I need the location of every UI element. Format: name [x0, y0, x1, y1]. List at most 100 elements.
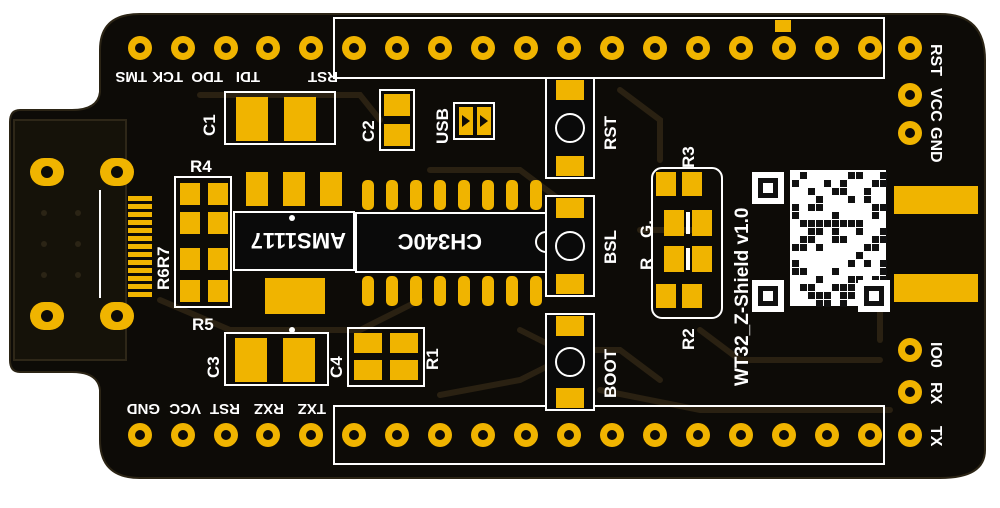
bottom-header-pin [514, 423, 538, 447]
qr-module [872, 204, 879, 211]
qr-module [880, 204, 887, 211]
button-boot[interactable]: BOOT [545, 313, 620, 411]
bottom-header-pin [858, 423, 882, 447]
qr-module [872, 244, 879, 251]
top-header-pin [214, 36, 238, 60]
qr-module [880, 260, 887, 267]
qr-module [880, 180, 887, 187]
qr-module [848, 276, 855, 283]
right-pin-label-tx: TX [927, 426, 944, 447]
qr-module [792, 268, 799, 275]
qr-module [824, 180, 831, 187]
bottom-header [128, 405, 885, 465]
top-header-pin [256, 36, 280, 60]
bottom-header-pin [815, 423, 839, 447]
top-header-pin [514, 36, 538, 60]
qr-module [816, 228, 823, 235]
qr-module [832, 236, 839, 243]
qr-module [840, 188, 847, 195]
qr-module [856, 172, 863, 179]
qr-module [864, 260, 871, 267]
button-rst[interactable]: RST [545, 77, 620, 179]
right-pin-label-rx: RX [927, 382, 944, 405]
top-header-pin [557, 36, 581, 60]
leds-and-resistors: R3 R2 G. R [637, 146, 723, 350]
qr-module [824, 220, 831, 227]
qr-module [816, 244, 823, 251]
qr-code-icon [752, 170, 890, 312]
qr-module [840, 236, 847, 243]
label-r6r7: R6R7 [154, 247, 173, 290]
qr-module [808, 284, 815, 291]
qr-module [816, 300, 823, 307]
qr-module [872, 276, 879, 283]
qr-module [792, 204, 799, 211]
qr-module [848, 196, 855, 203]
qr-module [840, 180, 847, 187]
board-name-label: WT32_Z-Shield v1.0 [732, 208, 753, 386]
top-header-pin [600, 36, 624, 60]
button-bsl[interactable]: BSL [545, 195, 620, 297]
pin-label-rst-bottom: RST [210, 400, 240, 417]
pin-label-tms: TMS [115, 68, 147, 85]
qr-module [792, 212, 799, 219]
label-r2: R2 [679, 328, 698, 350]
pin-label-tdi: TDI [236, 68, 260, 85]
qr-module [864, 188, 871, 195]
bottom-header-pin [471, 423, 495, 447]
label-rst-button: RST [601, 115, 620, 150]
qr-module [864, 244, 871, 251]
top-header-pin [471, 36, 495, 60]
label-r3: R3 [679, 146, 698, 168]
top-header-pin [815, 36, 839, 60]
label-led-r: R [637, 258, 656, 270]
bottom-header-pin [643, 423, 667, 447]
label-c2: C2 [359, 120, 378, 142]
right-pin-labels: RST VCC GND IO0 RX TX [927, 44, 944, 447]
label-led-g: G. [637, 220, 656, 238]
bottom-header-pin [171, 423, 195, 447]
bottom-header-pin [214, 423, 238, 447]
resistor-network: R4 R5 R6R7 [154, 157, 232, 334]
qr-module [856, 220, 863, 227]
bottom-header-pin [686, 423, 710, 447]
qr-module [832, 188, 839, 195]
pin-label-txz: TXZ [298, 400, 326, 417]
pin-label-gnd: GND [127, 400, 161, 417]
qr-module [840, 220, 847, 227]
pin-label-vcc: VCC [169, 400, 201, 417]
usb-jumper: USB [433, 102, 495, 144]
qr-module [880, 172, 887, 179]
qr-module [808, 220, 815, 227]
qr-module [872, 236, 879, 243]
label-ch340c: CH340C [398, 229, 482, 254]
bottom-header-pin [256, 423, 280, 447]
qr-module [808, 188, 815, 195]
top-header [128, 17, 885, 79]
qr-module [848, 292, 855, 299]
bottom-header-pin [299, 423, 323, 447]
chip-ch340c: CH340C [355, 180, 547, 306]
qr-module [816, 292, 823, 299]
right-side-pin [898, 121, 922, 145]
label-c3: C3 [204, 356, 223, 378]
qr-module [824, 300, 831, 307]
top-header-pin [729, 36, 753, 60]
qr-module [808, 236, 815, 243]
regulator-ams1117: AMS1117 [233, 172, 355, 333]
bottom-header-pin [428, 423, 452, 447]
label-ams1117: AMS1117 [251, 228, 346, 253]
top-header-labels: TMS TCK TDO TDI RST [115, 68, 338, 85]
label-usb: USB [433, 108, 452, 144]
label-c1: C1 [200, 114, 219, 136]
top-header-pin [428, 36, 452, 60]
qr-module [800, 244, 807, 251]
qr-module [816, 276, 823, 283]
pin-label-tck: TCK [152, 68, 183, 85]
qr-module [816, 196, 823, 203]
label-r5: R5 [192, 315, 214, 334]
label-r1: R1 [423, 348, 442, 370]
qr-module [832, 228, 839, 235]
qr-module [832, 268, 839, 275]
label-c4: C4 [327, 356, 346, 378]
